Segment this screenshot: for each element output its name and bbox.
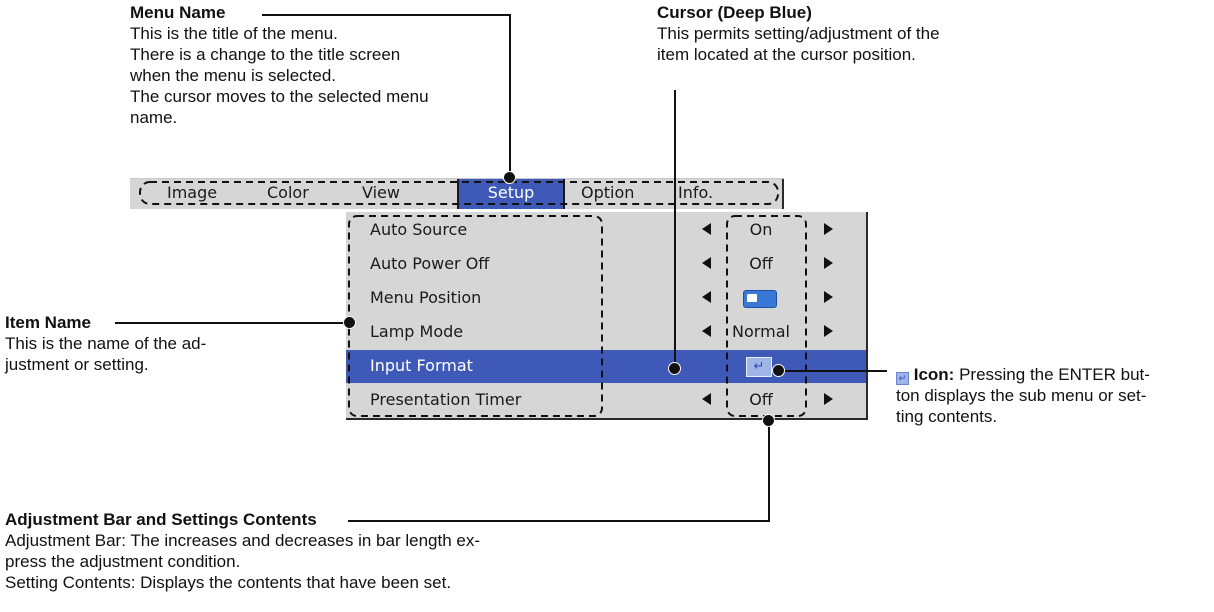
right-arrow-icon[interactable] (824, 325, 833, 337)
adjustment-line-3: Setting Contents: Displays the contents … (5, 573, 452, 592)
right-arrow-icon[interactable] (824, 223, 833, 235)
tab-view[interactable]: View (362, 183, 400, 202)
menu-name-title: Menu Name (130, 3, 226, 22)
icon-leader-h (779, 370, 887, 372)
menu-name-leader-v (509, 14, 511, 179)
cursor-annotation: Cursor (Deep Blue) This permits setting/… (657, 2, 940, 65)
right-arrow-icon[interactable] (824, 393, 833, 405)
item-name-line-1: This is the name of the ad- (5, 334, 207, 353)
item-name-outline (348, 215, 603, 417)
icon-leader-dot (772, 364, 785, 377)
adjustment-leader-h (348, 520, 770, 522)
right-arrow-icon[interactable] (824, 257, 833, 269)
menu-name-leader-h (262, 14, 510, 16)
right-arrow-icon[interactable] (824, 291, 833, 303)
row-label: Menu Position (370, 288, 482, 307)
row-value: Normal (732, 322, 790, 341)
icon-annotation-first-line: ↵ Icon: Pressing the ENTER but- (896, 364, 1150, 385)
menu-name-line-3: when the menu is selected. (130, 66, 337, 85)
adjustment-leader-dot (762, 414, 775, 427)
item-name-leader-h (115, 322, 351, 324)
menu-name-line-1: This is the title of the menu. (130, 24, 338, 43)
row-label: Input Format (370, 356, 473, 375)
menu-position-icon (743, 290, 777, 308)
left-arrow-icon[interactable] (702, 291, 711, 303)
menu-name-outline (139, 181, 779, 205)
adjustment-annotation: Adjustment Bar and Settings Contents Adj… (5, 509, 480, 593)
item-name-line-2: justment or setting. (5, 355, 149, 374)
left-arrow-icon[interactable] (702, 223, 711, 235)
icon-annotation: ↵ Icon: Pressing the ENTER but- ton disp… (896, 364, 1150, 427)
menu-name-line-5: name. (130, 108, 178, 127)
enter-icon[interactable]: ↵ (746, 357, 772, 377)
row-label: Presentation Timer (370, 390, 522, 409)
menu-row-auto-source[interactable]: Auto Source On (346, 214, 866, 247)
row-value: On (749, 220, 773, 239)
menu-row-lamp-mode[interactable]: Lamp Mode Normal (346, 316, 866, 349)
tab-image[interactable]: Image (167, 183, 218, 202)
tab-info[interactable]: Info. (678, 183, 714, 202)
menu-row-presentation-timer[interactable]: Presentation Timer Off (346, 384, 866, 417)
row-label: Auto Power Off (370, 254, 490, 273)
menu-bar-end (782, 179, 784, 209)
menu-name-leader-dot (503, 171, 516, 184)
row-value: Off (749, 254, 773, 273)
cursor-title: Cursor (Deep Blue) (657, 3, 812, 22)
adjustment-line-2: press the adjustment condition. (5, 552, 241, 571)
item-name-title: Item Name (5, 313, 91, 332)
cursor-line-2: item located at the cursor position. (657, 45, 916, 64)
menu-row-menu-position[interactable]: Menu Position (346, 282, 866, 315)
icon-line-0: Pressing the ENTER but- (959, 365, 1150, 384)
tab-color[interactable]: Color (267, 183, 309, 202)
adjustment-line-1: Adjustment Bar: The increases and decrea… (5, 531, 481, 550)
menu-name-line-4: The cursor moves to the selected menu (130, 87, 429, 106)
adjustment-title: Adjustment Bar and Settings Contents (5, 510, 317, 529)
icon-line-2: ting contents. (896, 407, 998, 426)
adjustment-leader-v (768, 420, 770, 522)
item-name-leader-dot (343, 316, 356, 329)
row-value: Off (749, 390, 773, 409)
cursor-leader-dot (668, 362, 681, 375)
menu-name-annotation: Menu Name This is the title of the menu.… (130, 2, 429, 128)
menu-panel: Auto Source On Auto Power Off Off Menu P… (346, 212, 868, 420)
tab-option[interactable]: Option (581, 183, 635, 202)
small-enter-icon: ↵ (896, 372, 909, 385)
setting-contents-outline (726, 215, 807, 417)
menu-row-auto-power-off[interactable]: Auto Power Off Off (346, 248, 866, 281)
menu-name-line-2: There is a change to the title screen (130, 45, 401, 64)
icon-line-1: ton displays the sub menu or set- (896, 386, 1147, 405)
left-arrow-icon[interactable] (702, 325, 711, 337)
row-label: Auto Source (370, 220, 468, 239)
left-arrow-icon[interactable] (702, 257, 711, 269)
row-label: Lamp Mode (370, 322, 464, 341)
cursor-leader-v (674, 90, 676, 368)
item-name-annotation: Item Name This is the name of the ad- ju… (5, 312, 206, 375)
tab-setup[interactable]: Setup (457, 179, 565, 209)
left-arrow-icon[interactable] (702, 393, 711, 405)
cursor-line-1: This permits setting/adjustment of the (657, 24, 940, 43)
icon-title: Icon: (913, 365, 955, 384)
